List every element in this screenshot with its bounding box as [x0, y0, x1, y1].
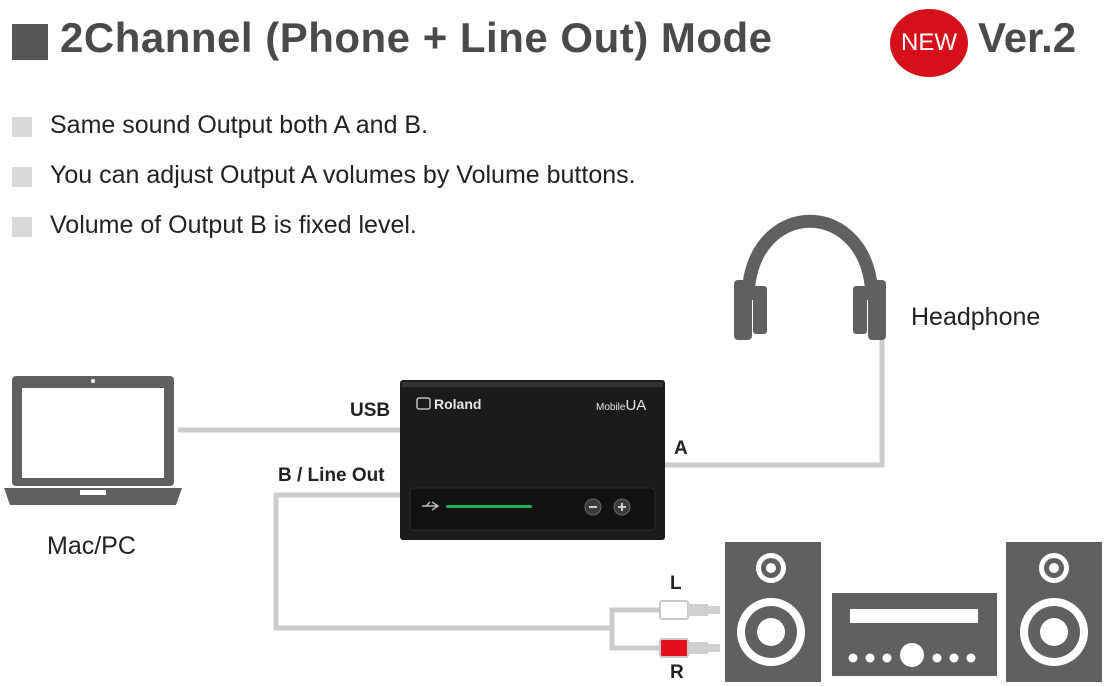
rca-plug-left: [659, 600, 720, 620]
right-channel-label: R: [670, 662, 684, 683]
device-model-name: UA: [625, 397, 647, 414]
version-label: Ver.2: [978, 14, 1077, 61]
bullet-icon: [12, 217, 32, 237]
laptop-icon: [4, 376, 182, 505]
headphone-icon: [734, 214, 886, 340]
device-brand: Roland: [434, 396, 482, 412]
amplifier-icon: [832, 593, 997, 676]
output-a-label: A: [674, 438, 688, 459]
new-badge: NEW: [890, 9, 968, 77]
bullet-icon: [12, 167, 32, 187]
device-model-prefix: Mobile: [596, 402, 626, 413]
device-model: MobileUA: [596, 397, 646, 415]
headphone-label: Headphone: [911, 303, 1041, 331]
page-title: 2Channel (Phone + Line Out) Mode: [60, 14, 773, 61]
computer-label: Mac/PC: [47, 532, 136, 560]
headphone-cable: [665, 335, 885, 468]
line-out-label: B / Line Out: [278, 465, 385, 486]
speaker-right-icon: [1006, 542, 1102, 682]
line-out-cable-right: [609, 628, 660, 651]
bullet-text-1: Same sound Output both A and B.: [50, 111, 429, 139]
line-out-cable: [273, 492, 660, 631]
roland-device: [400, 380, 665, 540]
roland-logo-icon: [416, 397, 431, 410]
title-square-icon: [12, 24, 48, 60]
speaker-left-icon: [725, 542, 821, 682]
rca-plug-right: [659, 638, 720, 658]
left-channel-label: L: [670, 573, 682, 594]
bullet-text-2: You can adjust Output A volumes by Volum…: [50, 161, 636, 189]
usb-icon: [422, 501, 440, 511]
bullet-text-3: Volume of Output B is fixed level.: [50, 211, 417, 239]
usb-label: USB: [350, 400, 391, 421]
cables: [178, 335, 885, 651]
bullet-icon: [12, 117, 32, 137]
